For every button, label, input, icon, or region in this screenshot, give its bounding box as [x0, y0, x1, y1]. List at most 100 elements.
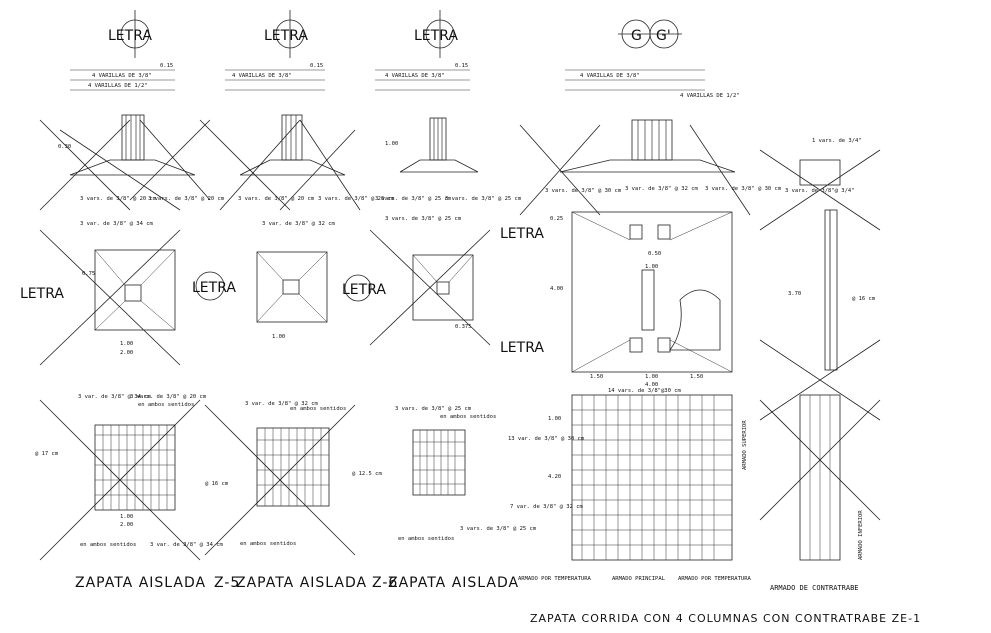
svg-text:3 vars. de 3/8" @ 20 cm: 3 vars. de 3/8" @ 20 cm [148, 196, 225, 202]
svg-text:@ 16 cm: @ 16 cm [852, 296, 876, 302]
marker-letra-label: LETRA [264, 28, 308, 44]
svg-text:3 vars. de 3/8"@ 3/4": 3 vars. de 3/8"@ 3/4" [785, 188, 855, 194]
svg-text:2.00: 2.00 [120, 522, 133, 528]
svg-text:LETRA: LETRA [500, 340, 544, 356]
rebar-plan-zapata-corrida: 14 vars. de 3/8"@30 cm 13 var. de 3/8" @… [508, 388, 752, 582]
svg-text:7 var. de 3/8" @ 32 cm: 7 var. de 3/8" @ 32 cm [510, 504, 584, 510]
svg-text:4 VARILLAS DE 1/2": 4 VARILLAS DE 1/2" [88, 83, 148, 89]
plan-zapata-corrida: 0.25 4.00 0.50 1.00 1.50 1.00 1.50 4.00 … [500, 211, 733, 388]
svg-text:3 vars. de 3/8" @ 30 cm: 3 vars. de 3/8" @ 30 cm [545, 188, 622, 194]
svg-text:3 vars. de 3/8" @ 20 cm: 3 vars. de 3/8" @ 20 cm [318, 196, 395, 202]
svg-text:0.375: 0.375 [455, 324, 472, 330]
marker-g-label: G [631, 28, 642, 44]
svg-text:0.25: 0.25 [550, 216, 563, 222]
marker-g: G G' [618, 19, 682, 49]
marker-g-prime-label: G' [656, 28, 671, 44]
svg-text:3 var. de 3/8" @ 34 cm: 3 var. de 3/8" @ 34 cm [80, 221, 154, 227]
title-main: ZAPATA CORRIDA CON 4 COLUMNAS CON CONTRA… [530, 612, 921, 625]
svg-text:3 var. de 3/8" @ 32 cm: 3 var. de 3/8" @ 32 cm [245, 401, 319, 407]
svg-text:1.50: 1.50 [590, 374, 603, 380]
marker-letra-3: LETRA [414, 10, 458, 58]
svg-text:ARMADO SUPERIOR: ARMADO SUPERIOR [742, 420, 748, 470]
svg-text:en ambos sentidos: en ambos sentidos [80, 542, 136, 548]
svg-text:14 vars. de 3/8"@30 cm: 14 vars. de 3/8"@30 cm [608, 388, 682, 394]
svg-text:3 vars. de 3/8" @ 25 cm: 3 vars. de 3/8" @ 25 cm [375, 196, 452, 202]
plan-1: 0.75 1.00 2.00 LETRA [20, 229, 181, 366]
rebar-plan-1: 3 var. de 3/8" @ 34 cm 3 vars. de 3/8" @… [35, 394, 224, 561]
title-zapata-aislada-3: ZAPATA AISLADA [388, 575, 519, 591]
title-zapata-aislada-1: ZAPATA AISLADA [75, 575, 206, 591]
svg-text:@ 16 cm: @ 16 cm [205, 481, 229, 487]
svg-text:ARMADO PRINCIPAL: ARMADO PRINCIPAL [612, 576, 666, 582]
marker-letra-label: LETRA [414, 28, 458, 44]
svg-text:3 vars. de 3/8" @ 25 cm: 3 vars. de 3/8" @ 25 cm [445, 196, 522, 202]
top-notes-3: 4 VARILLAS DE 3/8" 0.15 [375, 63, 470, 91]
title-z5-prefix: Z-5 [214, 575, 240, 591]
svg-text:3 vars. de 3/8" @ 25 cm: 3 vars. de 3/8" @ 25 cm [385, 216, 462, 222]
svg-text:1.00: 1.00 [272, 334, 285, 340]
contratrabe-elevation: 1 vars. de 3/4" 3 vars. de 3/8"@ 3/4" @ … [759, 138, 881, 421]
svg-text:1.00: 1.00 [120, 341, 133, 347]
svg-text:en ambos sentidos: en ambos sentidos [290, 406, 346, 412]
rebar-plan-3: 3 vars. de 3/8" @ 25 cm en ambos sentido… [352, 406, 537, 542]
contratrabe-rebar: ARMADO SUPERIOR ARMADO INFERIOR [742, 394, 881, 561]
svg-text:3 vars. de 3/8" @ 25 cm: 3 vars. de 3/8" @ 25 cm [460, 526, 537, 532]
svg-text:@ 12.5 cm: @ 12.5 cm [352, 471, 382, 477]
marker-letra-label: LETRA [108, 28, 152, 44]
title-armado-contratrabe: ARMADO DE CONTRATRABE [770, 584, 859, 592]
svg-text:1.00: 1.00 [645, 374, 658, 380]
svg-text:en ambos sentidos: en ambos sentidos [398, 536, 454, 542]
svg-text:13 var. de 3/8" @ 30 cm: 13 var. de 3/8" @ 30 cm [508, 436, 585, 442]
svg-text:1.00: 1.00 [120, 514, 133, 520]
section-elevation-3: 1.00 3 vars. de 3/8" @ 25 cm 3 vars. de … [375, 117, 522, 222]
svg-text:ARMADO INFERIOR: ARMADO INFERIOR [858, 510, 864, 560]
svg-text:0.30: 0.30 [58, 144, 71, 150]
svg-text:1 vars. de 3/4": 1 vars. de 3/4" [812, 138, 862, 144]
svg-text:3 var. de 3/8" @ 34 cm: 3 var. de 3/8" @ 34 cm [78, 394, 152, 400]
svg-text:0.15: 0.15 [455, 63, 468, 69]
svg-text:3 vars. de 3/8" @ 20 cm: 3 vars. de 3/8" @ 20 cm [130, 394, 207, 400]
svg-text:LETRA: LETRA [20, 286, 64, 302]
svg-text:4.20: 4.20 [548, 474, 561, 480]
svg-text:4.00: 4.00 [645, 382, 658, 388]
svg-text:LETRA: LETRA [342, 282, 386, 298]
svg-text:en ambos sentidos: en ambos sentidos [138, 402, 194, 408]
svg-text:4 VARILLAS DE 3/8": 4 VARILLAS DE 3/8" [385, 73, 445, 79]
svg-text:ARMADO POR TEMPERATURA: ARMADO POR TEMPERATURA [518, 576, 592, 582]
svg-text:LETRA: LETRA [500, 226, 544, 242]
marker-letra-1: LETRA [108, 10, 152, 58]
svg-text:4 VARILLAS DE 3/8": 4 VARILLAS DE 3/8" [580, 73, 640, 79]
svg-text:1.00: 1.00 [385, 141, 398, 147]
svg-text:0.75: 0.75 [82, 271, 95, 277]
svg-text:1.50: 1.50 [690, 374, 703, 380]
svg-text:3 var. de 3/8" @ 32 cm: 3 var. de 3/8" @ 32 cm [262, 221, 336, 227]
svg-text:3 vars. de 3/8" @ 20 cm: 3 vars. de 3/8" @ 20 cm [80, 196, 157, 202]
marker-letra-2: LETRA [264, 10, 308, 58]
svg-text:4.00: 4.00 [550, 286, 563, 292]
svg-text:3 var. de 3/8" @ 34 cm: 3 var. de 3/8" @ 34 cm [150, 542, 224, 548]
top-notes-4: 4 VARILLAS DE 3/8" 4 VARILLAS DE 1/2" [565, 69, 740, 99]
rebar-plan-2: 3 var. de 3/8" @ 32 cm en ambos sentidos… [204, 401, 356, 556]
title-z6-prefix: Z-6 [372, 575, 398, 591]
svg-text:ARMADO POR TEMPERATURA: ARMADO POR TEMPERATURA [678, 576, 752, 582]
svg-text:en ambos sentidos: en ambos sentidos [240, 541, 296, 547]
svg-text:0.50: 0.50 [648, 251, 661, 257]
svg-text:3.70: 3.70 [788, 291, 801, 297]
svg-text:3 vars. de 3/8" @ 25 cm: 3 vars. de 3/8" @ 25 cm [395, 406, 472, 412]
section-elevation-2: 3 vars. de 3/8" @ 20 cm 3 vars. de 3/8" … [199, 114, 395, 227]
svg-text:@ 17 cm: @ 17 cm [35, 451, 59, 457]
svg-text:en ambos sentidos: en ambos sentidos [440, 414, 496, 420]
svg-text:0.15: 0.15 [160, 63, 173, 69]
svg-text:2.00: 2.00 [120, 350, 133, 356]
svg-text:4 VARILLAS DE 3/8": 4 VARILLAS DE 3/8" [232, 73, 292, 79]
svg-text:0.15: 0.15 [310, 63, 323, 69]
svg-text:4 VARILLAS DE 3/8": 4 VARILLAS DE 3/8" [92, 73, 152, 79]
svg-text:3 vars. de 3/8" @ 20 cm: 3 vars. de 3/8" @ 20 cm [238, 196, 315, 202]
top-notes-1: 4 VARILLAS DE 3/8" 4 VARILLAS DE 1/2" 0.… [70, 63, 175, 91]
plan-3: LETRA 0.375 [342, 229, 491, 346]
svg-text:3 var. de 3/8" @ 32 cm: 3 var. de 3/8" @ 32 cm [625, 186, 699, 192]
svg-text:4 VARILLAS DE 1/2": 4 VARILLAS DE 1/2" [680, 93, 740, 99]
plan-2: LETRA 1.00 [192, 251, 328, 340]
